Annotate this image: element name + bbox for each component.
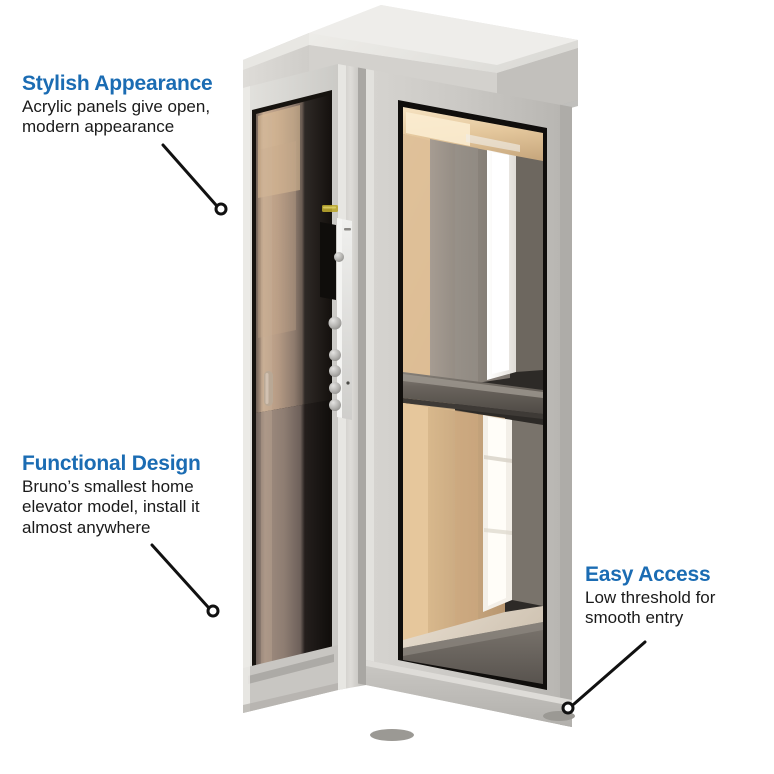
callout-body-line: almost anywhere xyxy=(22,517,151,537)
callout-body-line: Low threshold for xyxy=(585,587,716,607)
low-threshold xyxy=(243,660,575,741)
callout-title-functional-design: Functional Design xyxy=(22,452,201,475)
callout-body-functional-design: Bruno’s smallest home elevator model, in… xyxy=(22,477,230,539)
door-handle[interactable] xyxy=(264,371,273,406)
callout-body-line: smooth entry xyxy=(585,608,684,628)
callout-body-line: Bruno’s smallest home xyxy=(22,476,194,496)
callout-easy-access: Easy Access Low threshold for smooth ent… xyxy=(585,563,765,629)
callout-body-easy-access: Low threshold for smooth entry xyxy=(585,588,765,629)
callout-body-stylish-appearance: Acrylic panels give open, modern appeara… xyxy=(22,97,237,138)
callout-title-stylish-appearance: Stylish Appearance xyxy=(22,72,213,95)
callout-body-line: modern appearance xyxy=(22,117,175,137)
callout-body-line: elevator model, install it xyxy=(22,497,200,517)
left-acrylic-panel xyxy=(243,64,338,713)
callout-stylish-appearance: Stylish Appearance Acrylic panels give o… xyxy=(22,72,237,138)
control-panel-buttons[interactable] xyxy=(328,252,345,411)
right-door-opening xyxy=(398,100,547,690)
callout-body-line: Acrylic panels give open, xyxy=(22,96,211,116)
control-panel[interactable] xyxy=(320,205,352,420)
callout-title-easy-access: Easy Access xyxy=(585,563,711,586)
callout-functional-design: Functional Design Bruno’s smallest home … xyxy=(22,452,230,538)
handrail xyxy=(403,372,543,419)
